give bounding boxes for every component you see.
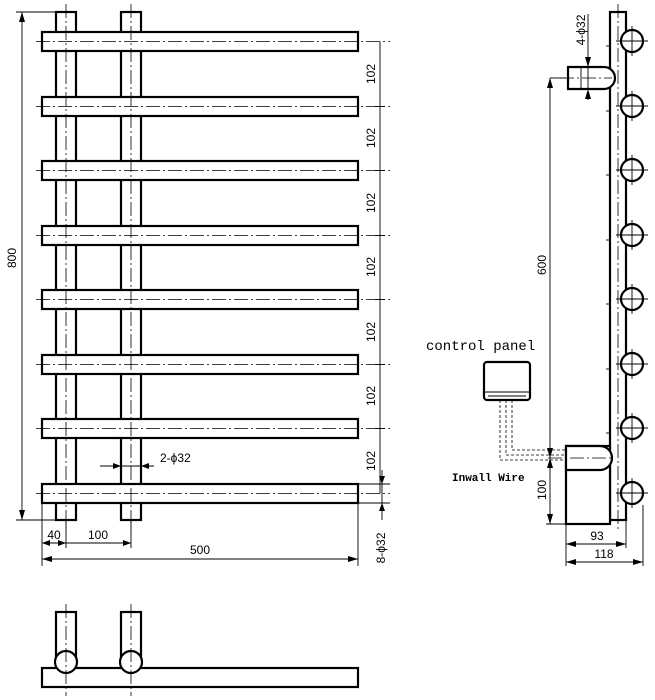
bar-spacing-label-1: 102: [364, 64, 378, 84]
bar-gap-label: 100: [88, 528, 108, 542]
bar-spacing-label-2: 102: [364, 128, 378, 148]
bar-offset-label: 40: [47, 528, 61, 542]
front-center-lines: [36, 4, 390, 530]
control-panel-box: [482, 360, 532, 402]
inner-depth-label: 93: [590, 529, 604, 543]
bar-spacing-label-6: 102: [364, 386, 378, 406]
top-view-bar: [40, 666, 360, 689]
height-label: 800: [5, 248, 19, 268]
bar-spacing-label-3: 102: [364, 193, 378, 213]
inwall-wire: [499, 400, 566, 461]
heater-height-label: 100: [535, 480, 549, 500]
bar-spacing-label-7: 102: [364, 451, 378, 471]
front-dimension-texts: 102 102 102 102 102 102 102 800 500 40 1…: [5, 64, 388, 564]
front-view: 102 102 102 102 102 102 102 800 500 40 1…: [5, 4, 390, 566]
side-view: 4-ϕ32 600 100 93 118 control panel Inwal…: [426, 4, 648, 566]
horizontal-bars: [40, 30, 360, 505]
bracket-diameter-label: 4-ϕ32: [574, 14, 588, 45]
top-view: [40, 604, 360, 696]
width-label: 500: [190, 543, 210, 557]
bar-spacing-label-5: 102: [364, 322, 378, 342]
bar-end-circles: [616, 26, 648, 508]
side-tick-marks: [606, 45, 610, 434]
inwall-wire-label: Inwall Wire: [452, 473, 525, 485]
mount-height-label: 600: [535, 255, 549, 275]
front-dimension-lines: [16, 11, 390, 566]
side-dimension-texts: 4-ϕ32 600 100 93 118 control panel Inwal…: [426, 14, 614, 561]
bar-diameter-label: 8-ϕ32: [374, 532, 388, 563]
bar-spacing-label-4: 102: [364, 257, 378, 277]
riser-diameter-label: 2-ϕ32: [160, 451, 191, 465]
outer-depth-label: 118: [594, 547, 613, 561]
side-dimension-lines: [546, 14, 644, 566]
control-panel-label: control panel: [426, 339, 535, 355]
